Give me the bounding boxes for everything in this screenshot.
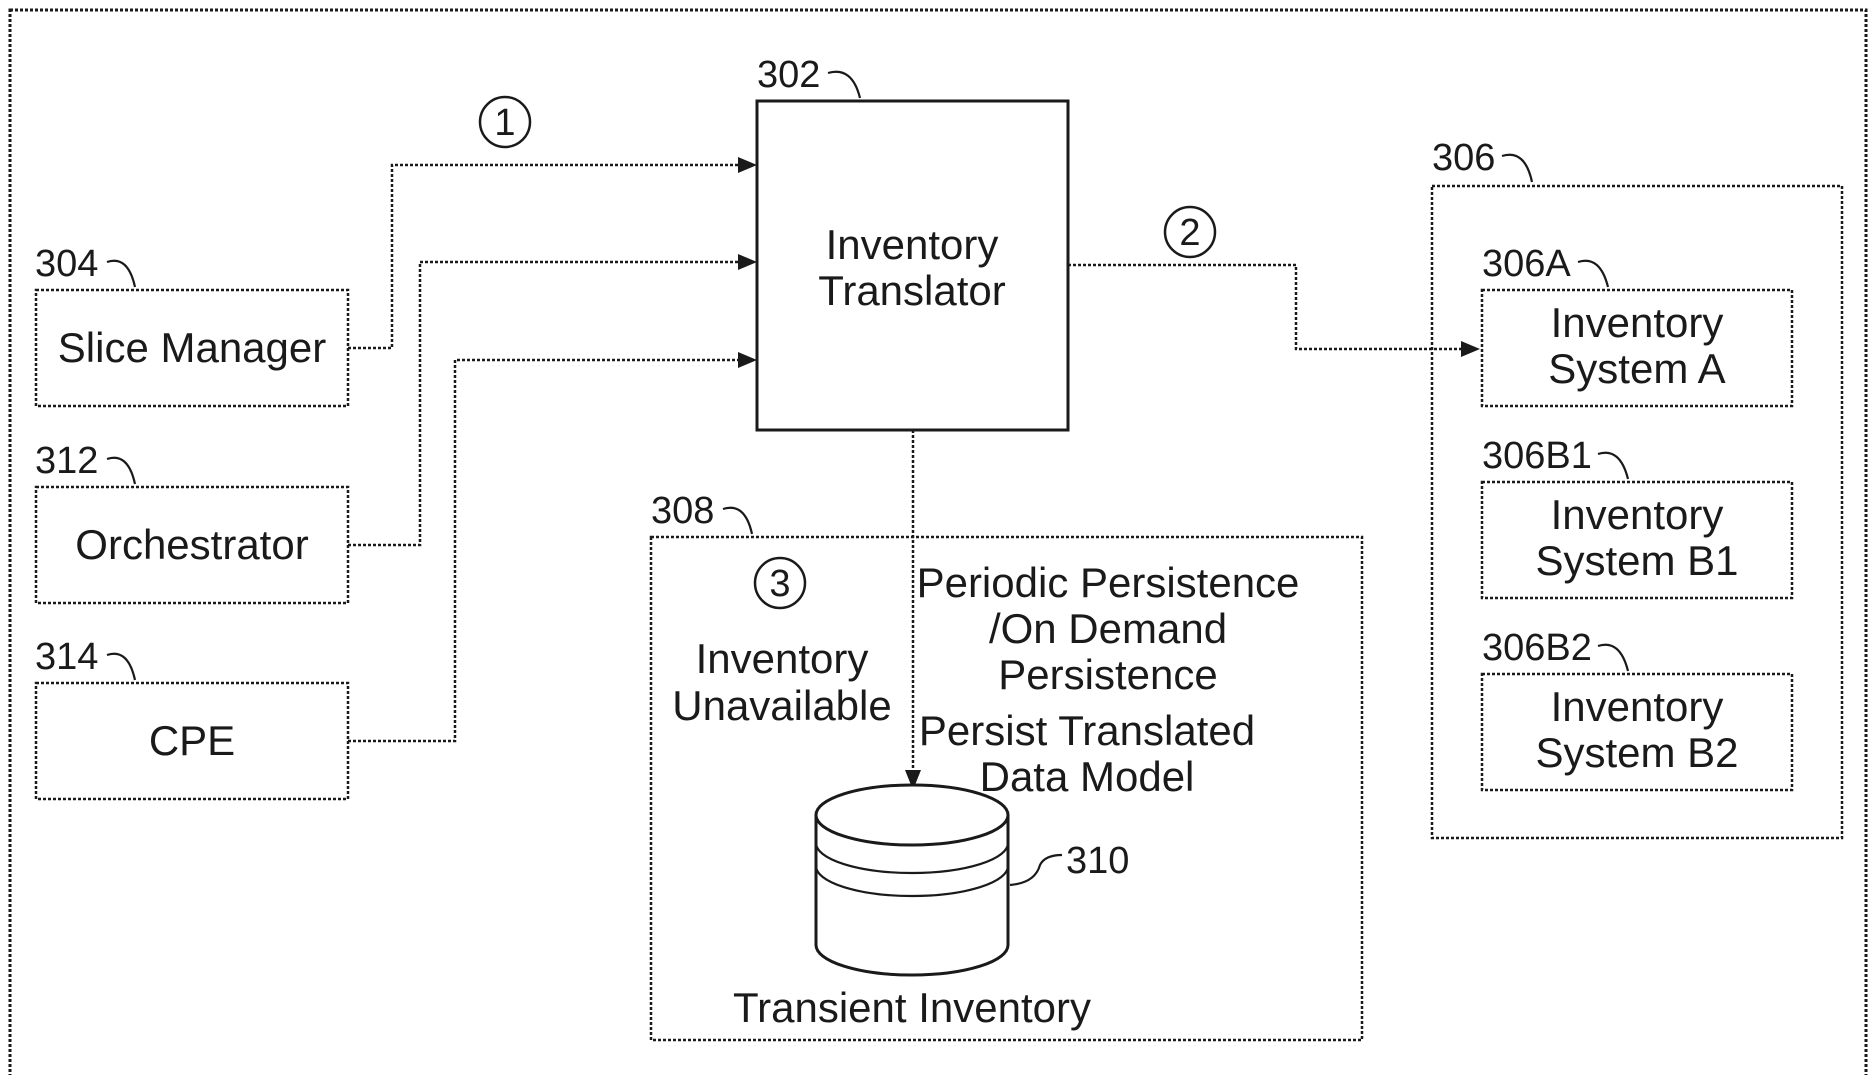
ref-312: 312 [35, 440, 98, 482]
inventory-system-b1-label-line2: System B1 [1535, 537, 1738, 584]
inventory-system-a-label-line2: System A [1548, 345, 1725, 392]
inventory-translator-label-line1: Inventory [826, 221, 999, 268]
inventory-system-b2-label-line2: System B2 [1535, 729, 1738, 776]
arrowhead-cpe [738, 352, 757, 368]
step-3-number: 3 [769, 563, 790, 605]
arrowhead-orchestrator [738, 254, 757, 270]
ref-306b1: 306B1 [1482, 435, 1592, 477]
leader-310 [1010, 855, 1062, 885]
ref-306b2: 306B2 [1482, 627, 1592, 669]
persistence-mode-line2: /On Demand [989, 605, 1227, 652]
step-1-number: 1 [494, 102, 515, 144]
leader-314 [107, 654, 135, 680]
ref-306a: 306A [1482, 243, 1571, 285]
arrowhead-slice-manager [738, 157, 757, 173]
arrowhead-system-a [1461, 341, 1480, 357]
transient-inventory-label: Transient Inventory [733, 984, 1091, 1031]
leader-312 [107, 458, 135, 484]
persist-data-model-line2: Data Model [980, 753, 1195, 800]
leader-304 [107, 261, 135, 287]
leader-302 [828, 72, 860, 98]
leader-308 [723, 508, 752, 534]
ref-302: 302 [757, 54, 820, 96]
cpe-label: CPE [149, 717, 235, 764]
inventory-system-b1-label-line1: Inventory [1551, 491, 1724, 538]
inventory-unavailable-line1: Inventory [696, 635, 869, 682]
leader-306b2 [1598, 645, 1628, 671]
connector-translator-to-system-a [1068, 265, 1463, 349]
ref-306: 306 [1432, 137, 1495, 179]
inventory-system-a-label-line1: Inventory [1551, 299, 1724, 346]
database-icon [816, 785, 1008, 975]
inventory-translator-label-line2: Translator [818, 267, 1006, 314]
leader-306a [1578, 261, 1608, 287]
leader-306 [1502, 155, 1532, 182]
persist-data-model-line1: Persist Translated [919, 707, 1255, 754]
inventory-unavailable-line2: Unavailable [672, 682, 891, 729]
slice-manager-label: Slice Manager [58, 324, 326, 371]
connector-slice-manager-to-translator [348, 165, 740, 348]
ref-308: 308 [651, 490, 714, 532]
ref-304: 304 [35, 243, 98, 285]
leader-306b1 [1598, 453, 1628, 479]
ref-314: 314 [35, 636, 98, 678]
orchestrator-label: Orchestrator [75, 521, 308, 568]
inventory-system-b2-label-line1: Inventory [1551, 683, 1724, 730]
ref-310: 310 [1066, 840, 1129, 882]
step-2-number: 2 [1179, 212, 1200, 254]
persistence-mode-line1: Periodic Persistence [917, 559, 1300, 606]
persistence-mode-line3: Persistence [998, 651, 1217, 698]
